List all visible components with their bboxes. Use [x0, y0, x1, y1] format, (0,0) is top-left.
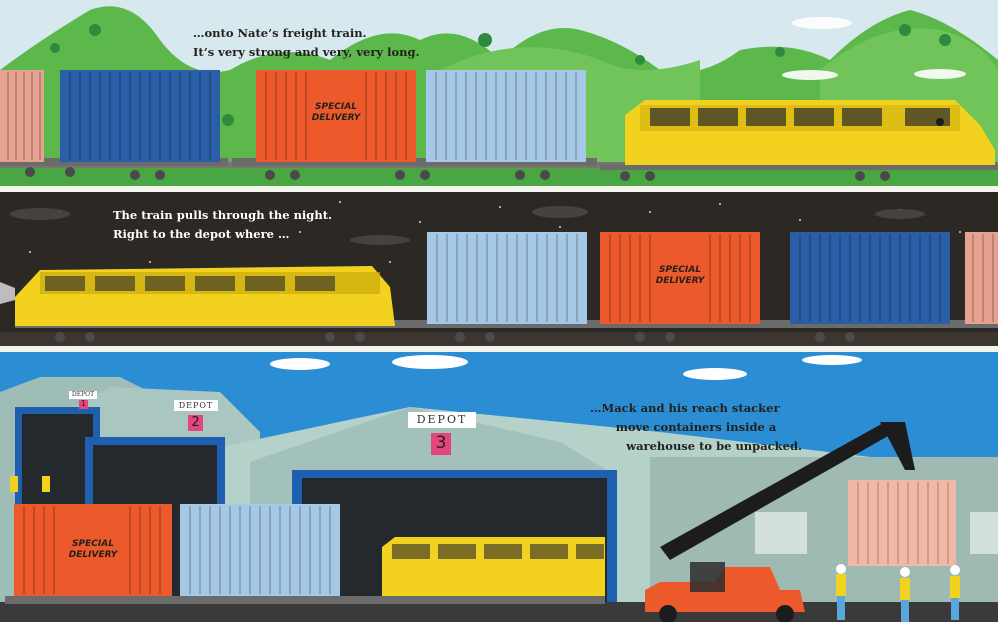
- daytime-panel: SPECIAL DELIVERY …onto Nate’s freight tr…: [0, 0, 998, 186]
- depot-sign-1-bg: [69, 391, 97, 399]
- depot-sign-3: DEPOT: [416, 413, 468, 426]
- caption-line: warehouse to be unpacked.: [626, 439, 802, 453]
- depot-sign-2-bg: [174, 400, 218, 411]
- caption-line: move containers inside a: [615, 420, 777, 434]
- daytime-illustration: [0, 6, 998, 186]
- depot-number-3: 3: [435, 433, 447, 453]
- depot-panel: DEPOT 1 DEPOT 2 DEPOT 3 SPECIAL DELIVERY…: [0, 352, 998, 622]
- depot-illustration: [0, 355, 998, 622]
- depot-sign-1: DEPOT: [71, 391, 95, 398]
- caption-line: It’s very strong and very, very long.: [193, 45, 420, 59]
- night-panel: SPECIAL DELIVERY The train pulls through…: [0, 192, 998, 346]
- night-caption: The train pulls through the night. Right…: [113, 206, 332, 244]
- depot-caption: …Mack and his reach stacker move contain…: [590, 399, 802, 456]
- night-illustration: [0, 201, 998, 346]
- caption-line: Right to the depot where …: [113, 227, 290, 241]
- container-label-special-delivery: SPECIAL DELIVERY: [655, 265, 705, 286]
- depot-sign-2: DEPOT: [178, 401, 214, 410]
- depot-number-2: 2: [191, 415, 200, 430]
- caption-line: The train pulls through the night.: [113, 208, 333, 222]
- container-label-special-delivery: SPECIAL DELIVERY: [311, 102, 361, 123]
- container-label-special-delivery: SPECIAL DELIVERY: [68, 539, 118, 560]
- caption-line: …Mack and his reach stacker: [590, 401, 780, 415]
- depot-number-1: 1: [80, 399, 87, 408]
- depot-sign-3-bg: [408, 412, 476, 428]
- daytime-caption: …onto Nate’s freight train. It’s very st…: [193, 24, 420, 62]
- caption-line: …onto Nate’s freight train.: [193, 26, 367, 40]
